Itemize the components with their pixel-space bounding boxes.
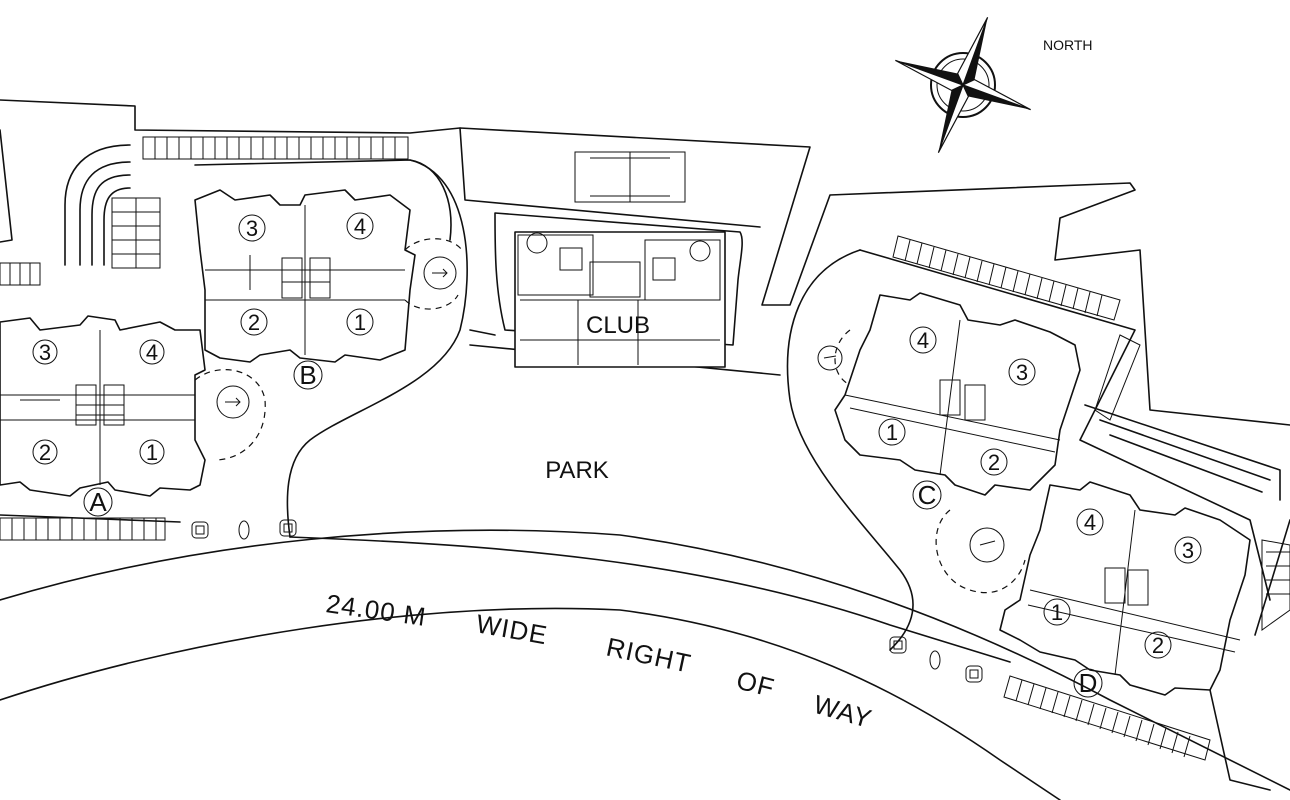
block-b-unit-tr: 4 [354,214,366,239]
block-b-unit-tl: 3 [246,216,258,241]
block-b-unit-bl: 2 [248,310,260,335]
road-word-way: WAY [810,689,875,734]
block-a-unit-tl: 3 [39,340,51,365]
block-c-unit-br: 2 [988,450,1000,475]
road-word-wide: WIDE [474,608,550,650]
block-d-unit-tr: 3 [1182,538,1194,563]
park-label: PARK [545,457,609,484]
road-word-right: RIGHT [604,632,694,679]
block-a-unit-tr: 4 [146,340,158,365]
block-c-unit-tr: 3 [1016,360,1028,385]
building-block-c: 4 3 1 2 C [817,292,1081,510]
block-d-unit-tl: 4 [1084,510,1096,535]
compass-rose-icon [895,17,1031,153]
block-b-unit-br: 1 [354,310,366,335]
road [0,514,1290,800]
building-block-d: 4 3 1 2 D [935,481,1251,698]
block-a-label: A [89,487,107,517]
block-c-unit-bl: 1 [886,420,898,445]
building-block-b: 3 4 2 1 B [194,189,463,390]
road-word-width: 24.00 M [324,588,428,632]
compass-north-label: NORTH [1043,37,1093,53]
block-a-unit-bl: 2 [39,440,51,465]
road-word-of: OF [734,665,778,703]
parking-bays [0,136,1290,761]
building-block-a: 3 4 2 1 A [0,315,266,517]
club-label: CLUB [586,312,650,339]
block-d-unit-br: 2 [1152,633,1164,658]
club-compound [494,151,743,368]
block-b-label: B [299,360,316,390]
block-d-unit-bl: 1 [1051,600,1063,625]
entry-gates [191,519,983,683]
site-boundary [0,99,1290,636]
block-a-unit-br: 1 [146,440,158,465]
block-c-unit-tl: 4 [917,328,929,353]
block-d-label: D [1079,668,1098,698]
block-c-label: C [918,480,937,510]
road-label: 24.00 M WIDE RIGHT OF WAY [324,588,875,734]
